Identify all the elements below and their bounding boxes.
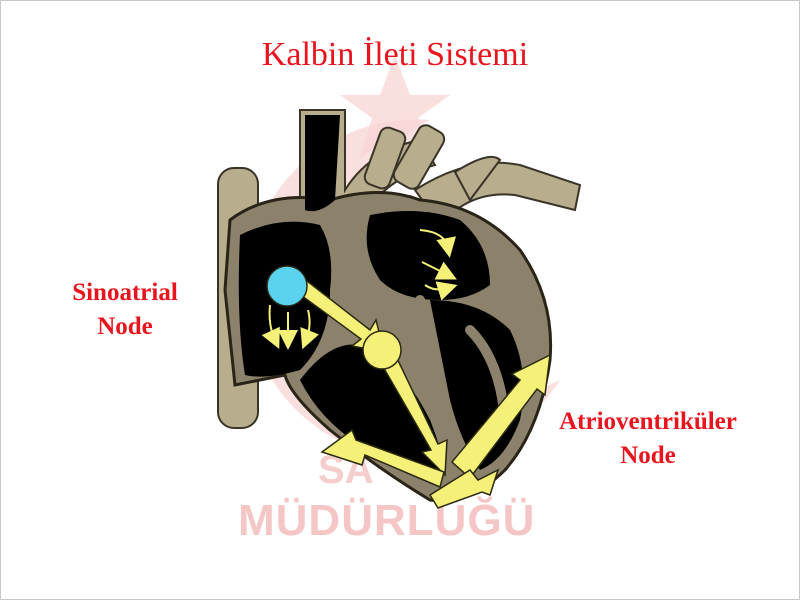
sinoatrial-node-label: Sinoatrial Node bbox=[40, 276, 210, 344]
av-node-label: Atrioventriküler Node bbox=[532, 405, 764, 473]
left-atrium bbox=[366, 211, 490, 300]
sinoatrial-label-line2: Node bbox=[97, 313, 153, 340]
pulmonary-vein bbox=[453, 156, 502, 202]
aortic-branch-1 bbox=[363, 126, 407, 190]
av-label-line1: Atrioventriküler bbox=[559, 408, 737, 435]
purkinje-lower bbox=[428, 468, 500, 509]
sinoatrial-node bbox=[266, 265, 308, 307]
conduction-pathways bbox=[296, 279, 551, 509]
left-bundle-branch bbox=[450, 353, 551, 480]
flow-arrows bbox=[261, 229, 458, 350]
his-bundle-pathway bbox=[376, 351, 448, 477]
right-ventricle bbox=[300, 344, 444, 480]
page-title: Kalbin İleti Sistemi bbox=[261, 36, 529, 73]
atrioventricular-node bbox=[362, 330, 402, 370]
av-label-line2: Node bbox=[620, 442, 676, 469]
watermark-text-line2: MÜDÜRLÜĞÜ bbox=[238, 496, 536, 545]
aortic-branch-2 bbox=[392, 124, 446, 190]
superior-chamber bbox=[305, 115, 340, 212]
right-bundle-branch bbox=[320, 428, 445, 489]
sinoatrial-label-line1: Sinoatrial bbox=[72, 279, 178, 306]
watermark-star bbox=[340, 55, 450, 158]
